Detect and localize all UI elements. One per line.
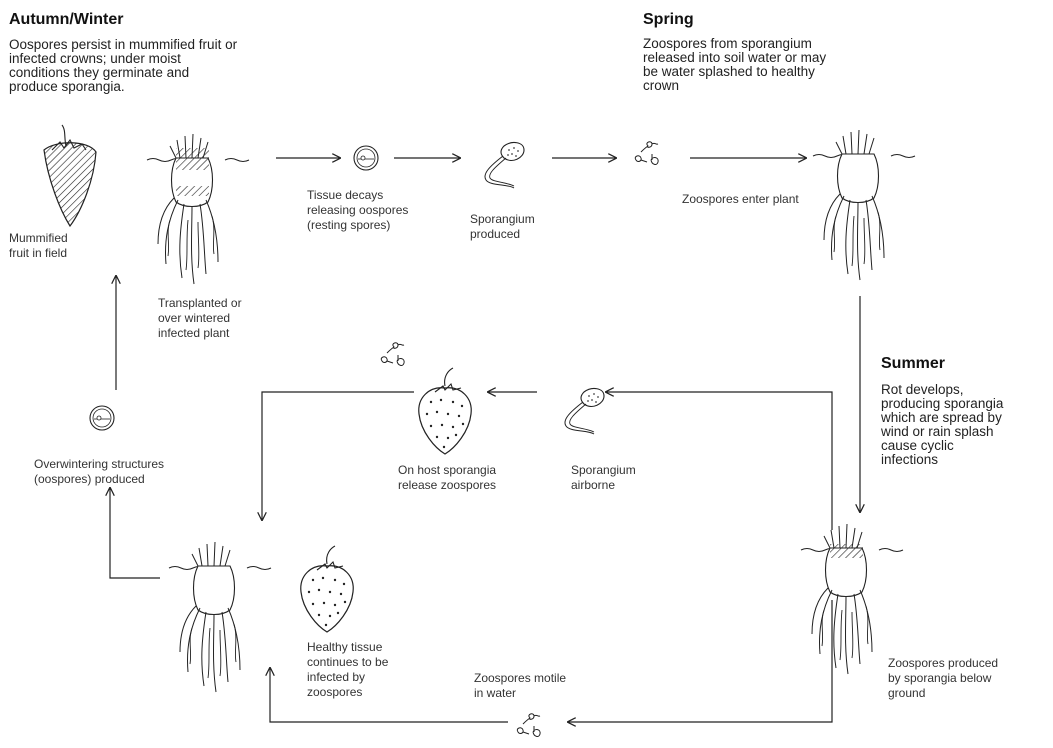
infected-plant-illustration [147,134,249,284]
zoospore-illustration [635,142,658,165]
sporangium-illustration [485,143,524,188]
plant-illustration [169,542,271,692]
strawberry-illustration [419,368,471,454]
oospore-illustration [90,406,114,430]
mummified-fruit-illustration [44,125,96,226]
arrow [568,600,832,722]
strawberry-illustration [301,546,353,632]
oospore-illustration [354,146,378,170]
arrow [262,392,414,520]
infected-summer-plant-illustration [801,524,903,674]
healthy-plant-illustration [813,130,915,280]
arrow [110,488,160,578]
zoospore-illustration [381,343,404,366]
arrow [606,392,832,530]
arrow [270,668,508,722]
sporangium-illustration [565,389,604,434]
zoospore-illustration [517,714,540,737]
